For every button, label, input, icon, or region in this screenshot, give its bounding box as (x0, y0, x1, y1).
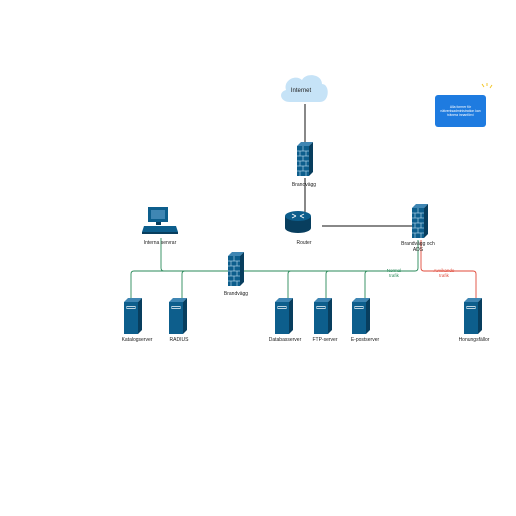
sparkle-icon (481, 83, 493, 89)
internet-cloud-icon (281, 75, 328, 102)
internal-server-label: Interna servrar (143, 240, 177, 246)
anomalous-traffic-label: Avvikande trafik (433, 268, 455, 278)
firewall-label: Brandvägg (291, 182, 317, 188)
catalog-server-label: Katalogserver (121, 337, 153, 343)
link-normal-traffic (160, 238, 419, 272)
honeypot-label: Honungsfällor (458, 337, 490, 343)
radius-server-icon (169, 298, 187, 334)
catalog-server-icon (124, 298, 142, 334)
admin-note: Alla former för nätverksadministration k… (435, 95, 486, 127)
email-server-icon (352, 298, 370, 334)
radius-label: RADIUS (169, 337, 189, 343)
ftp-server-icon (314, 298, 332, 334)
firewall-icon (296, 141, 314, 177)
database-server-icon (275, 298, 293, 334)
firewall-ads-label: Brandvägg och ADS (401, 241, 435, 253)
firewall-lan-icon (227, 251, 245, 287)
firewall-ads-icon (411, 203, 429, 239)
connection-lines (130, 104, 477, 298)
email-server-label: E-postserver (350, 337, 380, 343)
normal-traffic-label: Normal trafik (386, 268, 402, 278)
ftp-server-label: FTP-server (312, 337, 338, 343)
internet-label: Internet (291, 88, 312, 94)
database-server-label: Databasserver (268, 337, 302, 343)
workstation-icon (142, 207, 178, 234)
link-anomalous-traffic (420, 240, 477, 298)
firewall-lan-label: Brandvägg (223, 291, 249, 297)
router-icon (285, 211, 311, 233)
admin-note-text: Alla former för nätverksadministration k… (440, 104, 481, 118)
honeypot-server-icon (464, 298, 482, 334)
router-label: Router (296, 240, 312, 246)
